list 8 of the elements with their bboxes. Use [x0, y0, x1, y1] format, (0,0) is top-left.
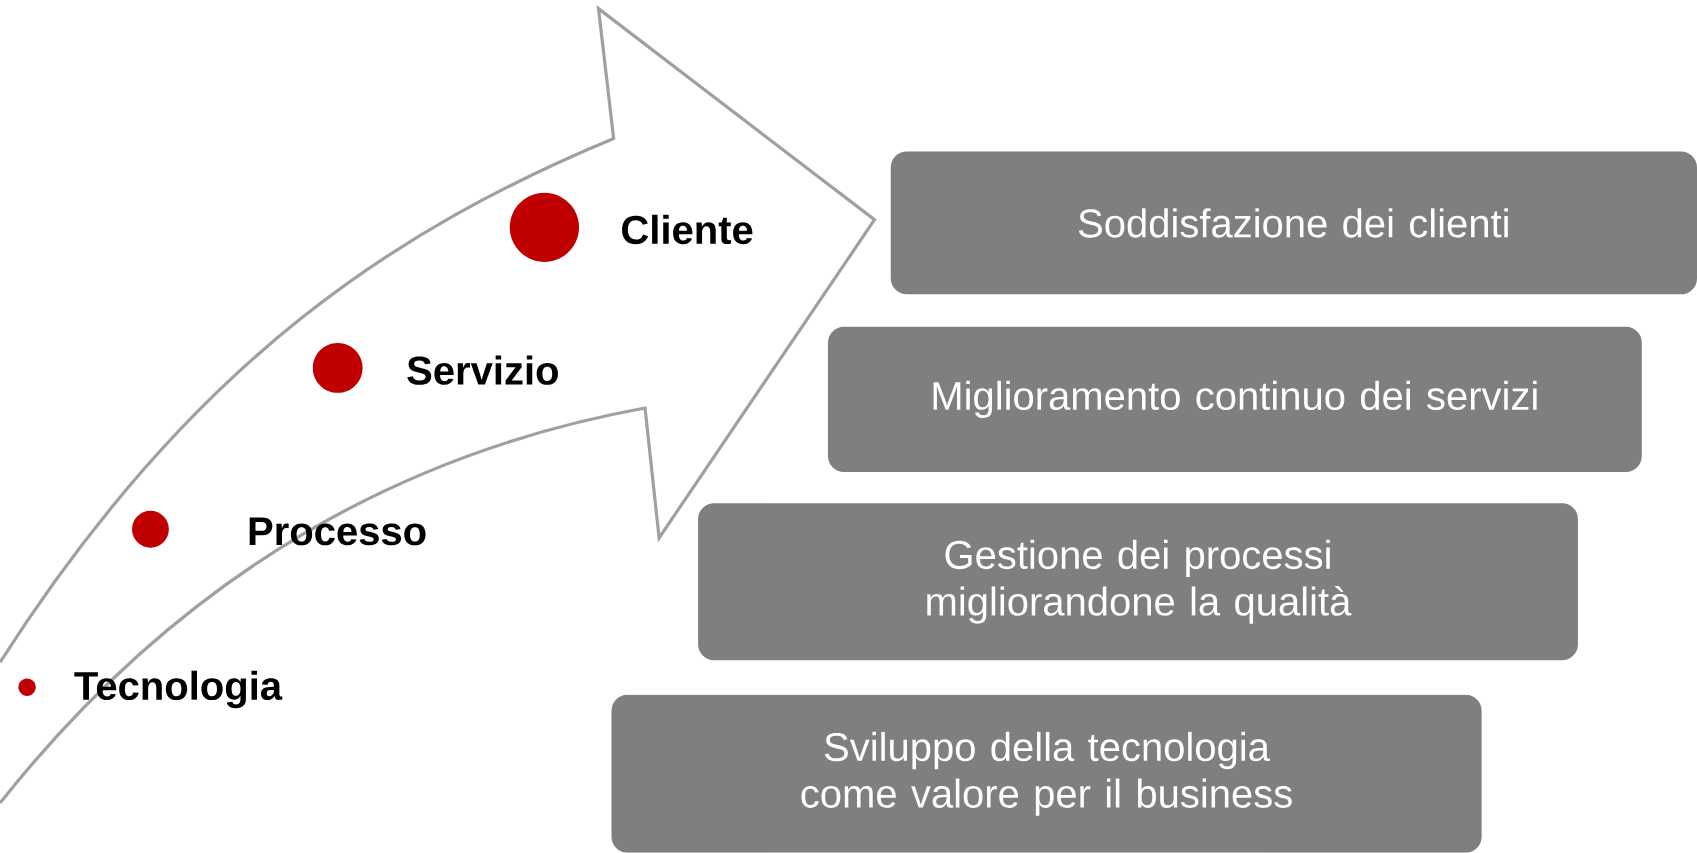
stage-label: Processo: [249, 517, 426, 546]
stage-label: Tecnologia: [74, 670, 283, 709]
text-box: Gestione dei processi migliorandone la qualità: [698, 503, 1578, 661]
text-box: Sviluppo della tecnologia come valore per il business: [611, 694, 1482, 853]
stage-label: Servizio: [407, 355, 558, 385]
text-box: Miglioramento continuo dei servizi: [827, 326, 1642, 472]
stage-label: Cliente: [622, 214, 753, 245]
text-box: Soddisfazione dei clienti: [890, 151, 1697, 295]
